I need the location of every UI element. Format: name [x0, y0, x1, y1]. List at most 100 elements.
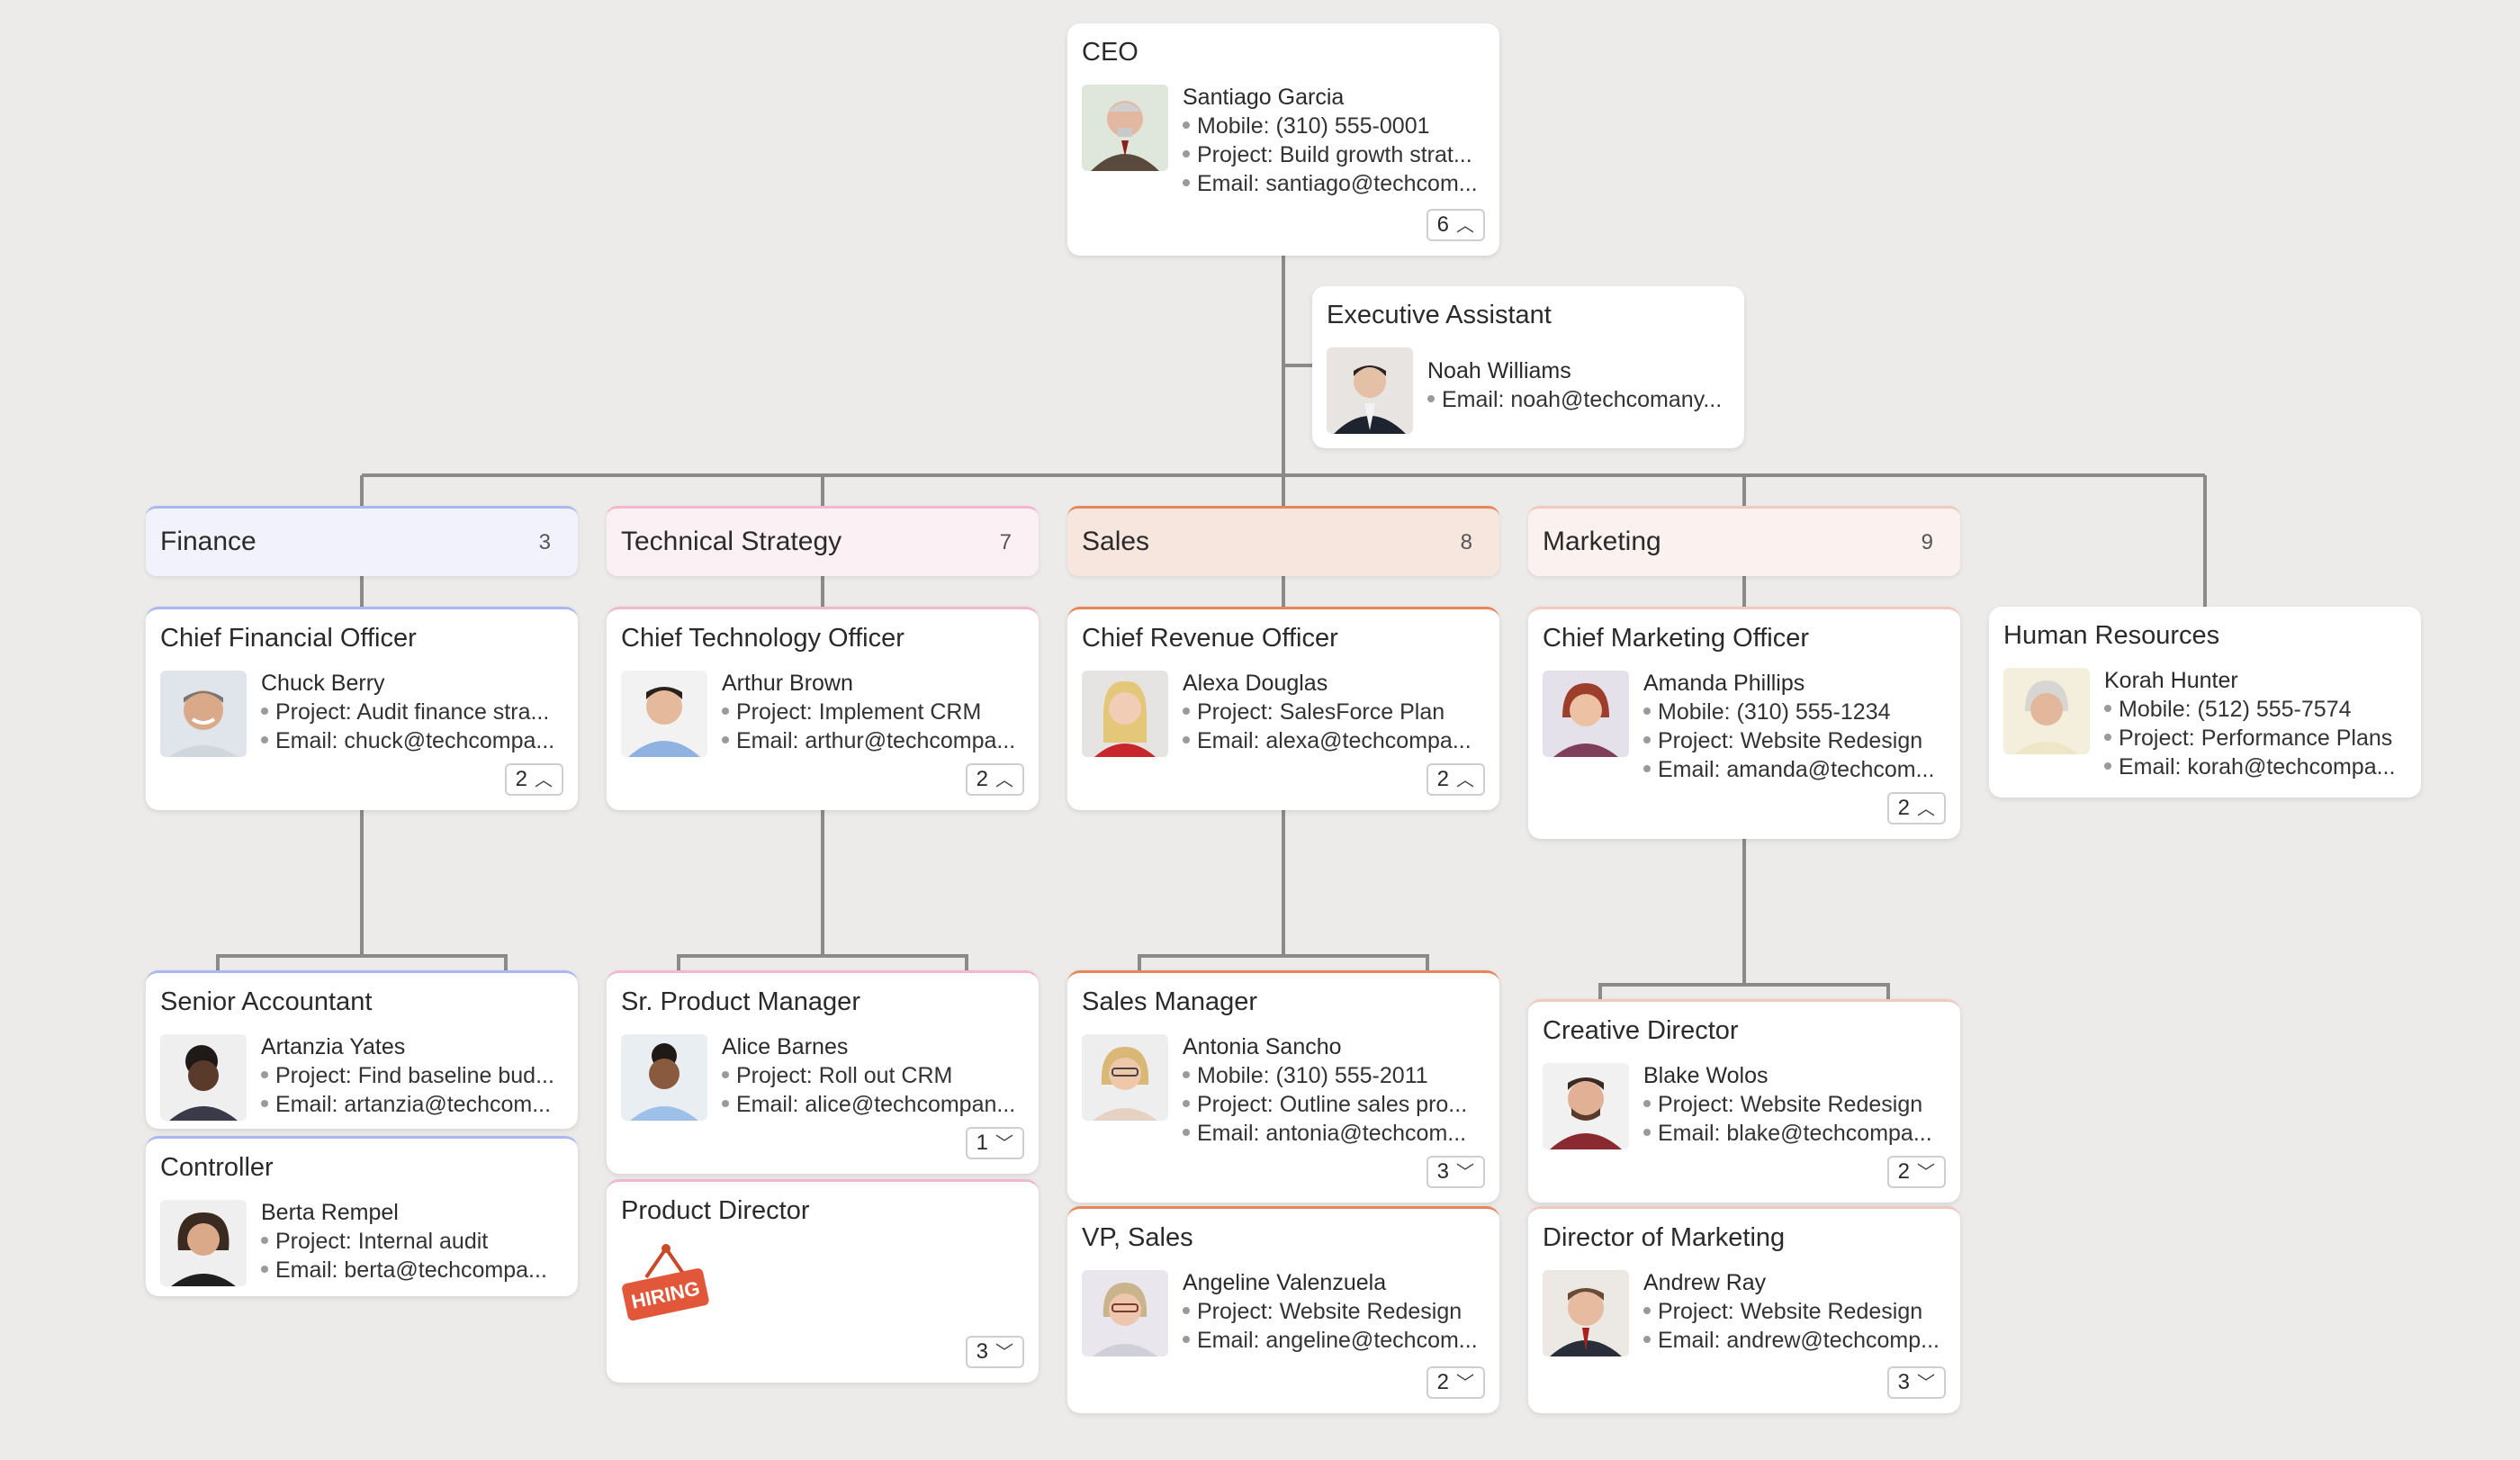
cto-email: Email: arthur@techcompa... [722, 726, 1026, 755]
hr-email: Email: korah@techcompa... [2104, 753, 2408, 781]
creative-director-title: Creative Director [1543, 1016, 1739, 1045]
assistant-email: Email: noah@techcomany... [1427, 385, 1732, 414]
director-of-marketing-card[interactable]: Director of Marketing Andrew Ray Project… [1528, 1206, 1960, 1413]
vp-sales-expand-toggle[interactable]: 2﹀ [1426, 1366, 1485, 1399]
creative-director-name: Blake Wolos [1643, 1063, 1768, 1088]
group-tech-count: 7 [999, 530, 1012, 554]
cmo-name: Amanda Phillips [1643, 671, 1805, 696]
senior-accountant-email: Email: artanzia@techcom... [261, 1090, 565, 1119]
group-marketing-count: 9 [1921, 530, 1933, 554]
chevron-down-icon: ﹀ [995, 1343, 1013, 1363]
sales-manager-name: Antonia Sancho [1183, 1034, 1342, 1059]
ceo-title: CEO [1082, 38, 1138, 67]
controller-avatar [160, 1200, 247, 1286]
ceo-email: Email: santiago@techcom... [1183, 169, 1487, 198]
chevron-down-icon: ﹀ [1456, 1163, 1474, 1183]
connector-cfo-team [216, 810, 508, 970]
controller-card[interactable]: Controller Berta Rempel Project: Interna… [146, 1136, 578, 1296]
cto-card[interactable]: Chief Technology Officer Arthur Brown Pr… [607, 607, 1039, 810]
assistant-title: Executive Assistant [1327, 301, 1552, 329]
assistant-card[interactable]: Executive Assistant Noah Williams Email:… [1312, 286, 1744, 448]
cfo-project: Project: Audit finance stra... [261, 698, 565, 726]
ceo-mobile: Mobile: (310) 555-0001 [1183, 112, 1487, 140]
assistant-avatar [1327, 347, 1413, 434]
ceo-expand-toggle[interactable]: 6︿ [1426, 209, 1485, 241]
creative-director-email: Email: blake@techcompa... [1643, 1119, 1948, 1148]
group-sales[interactable]: Sales 8 [1067, 506, 1499, 576]
cro-name: Alexa Douglas [1183, 671, 1328, 696]
hr-title: Human Resources [2003, 621, 2220, 650]
group-sales-count: 8 [1460, 530, 1472, 554]
sr-product-manager-card[interactable]: Sr. Product Manager Alice Barnes Project… [607, 970, 1039, 1174]
director-marketing-name: Andrew Ray [1643, 1270, 1767, 1295]
sales-manager-expand-toggle[interactable]: 3﹀ [1426, 1156, 1485, 1188]
product-director-title: Product Director [621, 1196, 810, 1225]
senior-accountant-card[interactable]: Senior Accountant Artanzia Yates Project… [146, 970, 578, 1129]
chevron-up-icon: ︿ [1917, 799, 1935, 819]
group-finance-count: 3 [538, 530, 551, 554]
cmo-expand-toggle[interactable]: 2︿ [1886, 792, 1946, 825]
product-director-card[interactable]: Product Director HIRING 3﹀ [607, 1179, 1039, 1383]
group-sales-name: Sales [1082, 527, 1150, 556]
sales-manager-mobile: Mobile: (310) 555-2011 [1183, 1061, 1487, 1090]
cfo-avatar [160, 671, 247, 757]
cmo-title: Chief Marketing Officer [1543, 624, 1810, 653]
director-marketing-avatar [1543, 1270, 1629, 1356]
sales-manager-card[interactable]: Sales Manager Antonia Sancho Mobile: (31… [1067, 970, 1499, 1203]
sr-pm-avatar [621, 1034, 707, 1121]
director-marketing-email: Email: andrew@techcomp... [1643, 1326, 1948, 1355]
vp-sales-email: Email: angeline@techcom... [1183, 1326, 1487, 1355]
controller-name: Berta Rempel [261, 1200, 399, 1225]
hr-avatar [2003, 668, 2090, 754]
cto-project: Project: Implement CRM [722, 698, 1026, 726]
controller-email: Email: berta@techcompa... [261, 1256, 565, 1284]
creative-director-avatar [1543, 1063, 1629, 1149]
cro-expand-toggle[interactable]: 2︿ [1426, 763, 1485, 796]
cmo-avatar [1543, 671, 1629, 757]
cto-title: Chief Technology Officer [621, 624, 904, 653]
vp-sales-avatar [1082, 1270, 1168, 1356]
chevron-up-icon: ︿ [995, 771, 1013, 790]
cro-email: Email: alexa@techcompa... [1183, 726, 1487, 755]
hr-mobile: Mobile: (512) 555-7574 [2104, 695, 2408, 724]
chevron-down-icon: ﹀ [1917, 1163, 1935, 1183]
sr-pm-expand-toggle[interactable]: 1﹀ [965, 1127, 1024, 1159]
creative-director-card[interactable]: Creative Director Blake Wolos Project: W… [1528, 999, 1960, 1203]
assistant-name: Noah Williams [1427, 358, 1571, 383]
group-marketing-name: Marketing [1543, 527, 1661, 556]
controller-title: Controller [160, 1153, 274, 1182]
sr-pm-name: Alice Barnes [722, 1034, 849, 1059]
vp-sales-title: VP, Sales [1082, 1223, 1193, 1252]
cfo-expand-toggle[interactable]: 2︿ [504, 763, 563, 796]
senior-accountant-project: Project: Find baseline bud... [261, 1061, 565, 1090]
group-finance[interactable]: Finance 3 [146, 506, 578, 576]
creative-director-expand-toggle[interactable]: 2﹀ [1886, 1156, 1946, 1188]
vp-sales-project: Project: Website Redesign [1183, 1297, 1487, 1326]
cro-card[interactable]: Chief Revenue Officer Alexa Douglas Proj… [1067, 607, 1499, 810]
product-director-expand-toggle[interactable]: 3﹀ [965, 1336, 1024, 1368]
director-marketing-expand-toggle[interactable]: 3﹀ [1886, 1366, 1946, 1399]
cfo-name: Chuck Berry [261, 671, 385, 696]
cto-name: Arthur Brown [722, 671, 853, 696]
ceo-name: Santiago Garcia [1183, 85, 1345, 110]
cmo-mobile: Mobile: (310) 555-1234 [1643, 698, 1948, 726]
chevron-up-icon: ︿ [535, 771, 553, 790]
ceo-project: Project: Build growth strat... [1183, 140, 1487, 169]
group-marketing[interactable]: Marketing 9 [1528, 506, 1960, 576]
ceo-card[interactable]: CEO Santiago Garcia Mobile: (310) 555-00… [1067, 23, 1499, 256]
chevron-up-icon: ︿ [1456, 216, 1474, 236]
cro-project: Project: SalesForce Plan [1183, 698, 1487, 726]
cmo-email: Email: amanda@techcom... [1643, 755, 1948, 784]
cfo-email: Email: chuck@techcompa... [261, 726, 565, 755]
vp-sales-card[interactable]: VP, Sales Angeline Valenzuela Project: W… [1067, 1206, 1499, 1413]
cmo-card[interactable]: Chief Marketing Officer Amanda Phillips … [1528, 607, 1960, 839]
connector-cmo-team [1598, 839, 1890, 999]
senior-accountant-title: Senior Accountant [160, 987, 373, 1016]
cro-avatar [1082, 671, 1168, 757]
cmo-project: Project: Website Redesign [1643, 726, 1948, 755]
cfo-card[interactable]: Chief Financial Officer Chuck Berry Proj… [146, 607, 578, 810]
hr-card[interactable]: Human Resources Korah Hunter Mobile: (51… [1989, 607, 2421, 798]
cto-expand-toggle[interactable]: 2︿ [965, 763, 1024, 796]
group-technical-strategy[interactable]: Technical Strategy 7 [607, 506, 1039, 576]
cro-title: Chief Revenue Officer [1082, 624, 1338, 653]
